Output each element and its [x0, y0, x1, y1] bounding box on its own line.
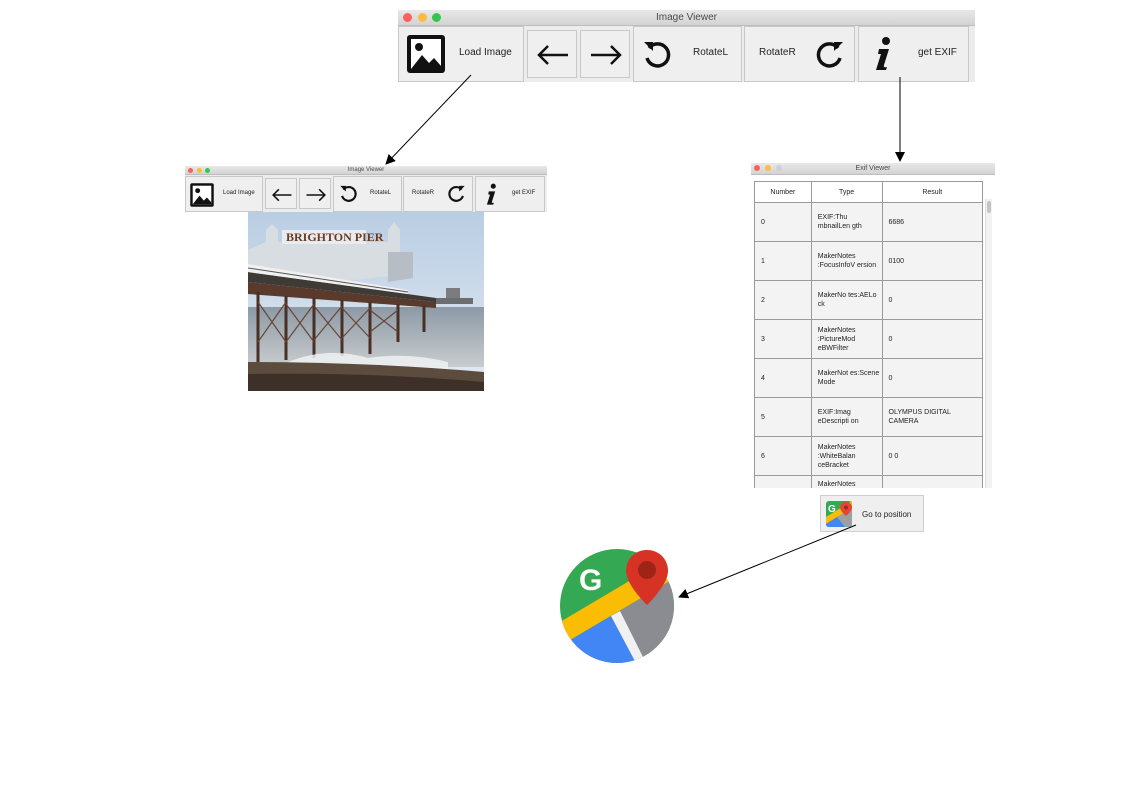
go-to-position-button[interactable]: G Go to position [820, 495, 924, 532]
rotate-left-button[interactable]: RotateL [333, 176, 402, 212]
rotate-right-button[interactable]: RotateR [403, 176, 473, 212]
next-button[interactable] [299, 178, 331, 209]
pier-photo: BRIGHTON PIER [248, 212, 484, 391]
minimize-dot[interactable] [765, 165, 771, 171]
close-dot[interactable] [188, 168, 193, 173]
zoom-dot[interactable] [432, 13, 441, 22]
image-icon [407, 35, 445, 73]
exif-table: Number Type Result 0 EXIF:Thu mbnailLen … [754, 181, 983, 488]
minimize-dot[interactable] [418, 13, 427, 22]
rotate-right-icon [448, 185, 465, 202]
previous-button[interactable] [265, 178, 297, 209]
window-title: Exif Viewer [855, 165, 891, 172]
table-row[interactable]: 3 MakerNotes :PictureMod eBWFilter 0 [754, 319, 983, 359]
get-exif-label: get EXIF [918, 47, 957, 58]
column-header-type[interactable]: Type [810, 181, 883, 203]
vertical-scrollbar[interactable] [985, 199, 992, 488]
cell-number: 6 [754, 436, 812, 476]
cell-result [881, 475, 983, 488]
cell-number [754, 475, 812, 488]
table-row[interactable]: MakerNotes [754, 475, 983, 488]
pier-sign-text: BRIGHTON PIER [286, 230, 384, 244]
rotate-left-label: RotateL [370, 190, 392, 196]
arrow-right-icon [591, 45, 622, 65]
cell-result: 0 [881, 280, 983, 320]
rotate-left-label: RotateL [693, 47, 729, 58]
maps-g-letter: G [579, 564, 602, 597]
load-image-label: Load Image [223, 190, 255, 196]
cell-type: MakerNotes :WhiteBalan ceBracket [810, 436, 883, 476]
rotate-left-icon [340, 185, 357, 202]
arrow-left-icon [272, 188, 292, 202]
zoom-dot[interactable] [205, 168, 210, 173]
rotate-left-icon [644, 42, 671, 68]
google-maps-icon: G [826, 501, 852, 527]
rotate-right-icon [816, 42, 843, 68]
rotate-right-label: RotateR [412, 190, 435, 196]
image-viewer-window-large: Image Viewer Load Image RotateL RotateR [398, 10, 975, 82]
load-image-button[interactable]: Load Image [185, 176, 263, 212]
get-exif-label: get EXIF [512, 190, 536, 196]
rotate-right-button[interactable]: RotateR [744, 26, 855, 82]
cell-type: MakerNo tes:AELo ck [810, 280, 883, 320]
arrow-goto-to-maps [678, 524, 857, 599]
cell-result: 0 0 [881, 436, 983, 476]
cell-number: 5 [754, 397, 812, 437]
close-dot[interactable] [403, 13, 412, 22]
window-title: Image Viewer [347, 167, 385, 173]
info-icon [486, 183, 496, 205]
g-letter: G [828, 504, 836, 515]
close-dot[interactable] [754, 165, 760, 171]
rotate-left-button[interactable]: RotateL [633, 26, 742, 82]
window-titlebar: Image Viewer [398, 10, 975, 26]
info-icon [876, 37, 890, 70]
table-header-row: Number Type Result [754, 181, 983, 203]
previous-button[interactable] [527, 30, 577, 78]
image-icon [190, 183, 214, 207]
next-button[interactable] [580, 30, 630, 78]
minimize-dot[interactable] [197, 168, 202, 173]
table-row[interactable]: 5 EXIF:Imag eDescripti on OLYMPUS DIGITA… [754, 397, 983, 437]
go-to-position-label: Go to position [862, 510, 912, 519]
image-viewer-window-small: Image Viewer Load Image RotateL RotateR [185, 166, 547, 212]
cell-number: 3 [754, 319, 812, 359]
window-title: Image Viewer [656, 12, 717, 23]
table-row[interactable]: 6 MakerNotes :WhiteBalan ceBracket 0 0 [754, 436, 983, 476]
window-titlebar: Exif Viewer [751, 163, 995, 175]
arrow-left-icon [537, 45, 568, 65]
cell-number: 0 [754, 202, 812, 242]
table-row[interactable]: 4 MakerNot es:Scene Mode 0 [754, 358, 983, 398]
column-header-result[interactable]: Result [881, 181, 983, 203]
window-titlebar: Image Viewer [185, 166, 547, 175]
get-exif-button[interactable]: get EXIF [858, 26, 969, 82]
table-row[interactable]: 0 EXIF:Thu mbnailLen gth 6686 [754, 202, 983, 242]
column-header-number[interactable]: Number [754, 181, 812, 203]
cell-result: 0 [881, 358, 983, 398]
get-exif-button[interactable]: get EXIF [475, 176, 545, 212]
zoom-dot[interactable] [776, 165, 782, 171]
google-maps-logo-icon: G [560, 549, 674, 663]
cell-type: MakerNot es:Scene Mode [810, 358, 883, 398]
cell-result: 0100 [881, 241, 983, 281]
cell-type: MakerNotes [810, 475, 883, 488]
load-image-label: Load Image [459, 47, 512, 58]
arrow-load-to-viewer [385, 74, 472, 165]
rotate-right-label: RotateR [759, 47, 796, 58]
scrollbar-thumb[interactable] [987, 201, 991, 213]
cell-result: OLYMPUS DIGITAL CAMERA [881, 397, 983, 437]
load-image-button[interactable]: Load Image [398, 26, 524, 82]
cell-type: EXIF:Imag eDescripti on [810, 397, 883, 437]
cell-type: MakerNotes :PictureMod eBWFilter [810, 319, 883, 359]
cell-result: 0 [881, 319, 983, 359]
arrow-right-icon [306, 188, 326, 202]
exif-viewer-window: Exif Viewer Number Type Result 0 EXIF:Th… [751, 163, 995, 488]
